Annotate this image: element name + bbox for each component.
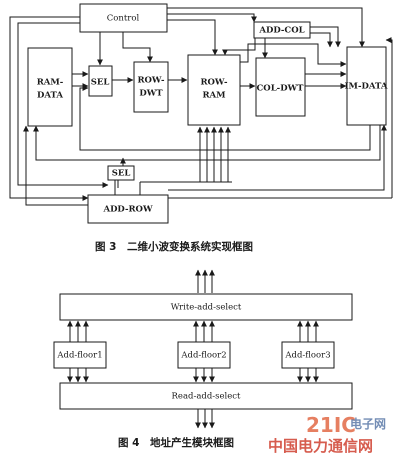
- row-dwt-block: [133, 61, 169, 113]
- figure3-diagram: Control RAM- DATA SEL ROW- DWT ROW- RAM …: [9, 3, 393, 224]
- figure3-connections: [9, 7, 393, 210]
- add-col-label: ADD-COL: [258, 26, 304, 36]
- sel-top-label: SEL: [91, 78, 110, 88]
- sel-top-block: [88, 65, 113, 97]
- ram-data-label-line1: RAM-: [37, 78, 64, 88]
- sel-bottom-label: SEL: [112, 169, 131, 179]
- write-add-select-label: Write-add-select: [171, 303, 242, 313]
- row-ram-label-line2: RAM: [202, 91, 226, 101]
- write-add-select-block: [59, 293, 353, 321]
- ram-data-label-line2: DATA: [37, 91, 63, 101]
- sel-bottom-block: [107, 165, 135, 181]
- control-label: Control: [107, 14, 140, 24]
- row-dwt-label-line2: DWT: [139, 89, 163, 99]
- add-floor3-label: Add-floor3: [284, 351, 330, 361]
- ram-data-block: [27, 47, 73, 127]
- col-dwt-block: [255, 57, 306, 117]
- im-data-block: [346, 46, 387, 126]
- read-add-select-block: [59, 382, 353, 410]
- figure4-caption: 图 4 地址产生模块框图: [118, 436, 234, 449]
- watermark-site: 电子网: [350, 416, 386, 431]
- add-floor1-block: [53, 341, 107, 369]
- control-block: [79, 3, 168, 33]
- site-watermark: 21IC 电子网 中国电力通信网: [268, 413, 386, 455]
- row-ram-block: [187, 54, 241, 126]
- figure4-connections: [67, 269, 319, 429]
- add-col-block: [253, 21, 311, 39]
- add-floor1-label: Add-floor1: [56, 351, 102, 361]
- row-ram-label-line1: ROW-: [200, 78, 228, 88]
- add-floor2-label: Add-floor2: [180, 351, 226, 361]
- watermark-name: 中国电力通信网: [268, 437, 373, 455]
- add-floor3-block: [281, 341, 335, 369]
- add-row-label: ADD-ROW: [102, 205, 152, 215]
- row-dwt-label-line1: ROW-: [137, 76, 165, 86]
- add-floor2-block: [177, 341, 231, 369]
- col-dwt-label: COL-DWT: [257, 84, 305, 94]
- im-data-label: IM-DATA: [345, 82, 388, 92]
- read-add-select-label: Read-add-select: [172, 392, 242, 402]
- watermark-number: 21IC: [306, 413, 356, 437]
- figure4-diagram: Write-add-select Add-floor1 Add-floor2 A…: [53, 269, 353, 429]
- figure3-caption: 图 3 二维小波变换系统实现框图: [95, 240, 253, 253]
- add-row-block: [87, 194, 169, 224]
